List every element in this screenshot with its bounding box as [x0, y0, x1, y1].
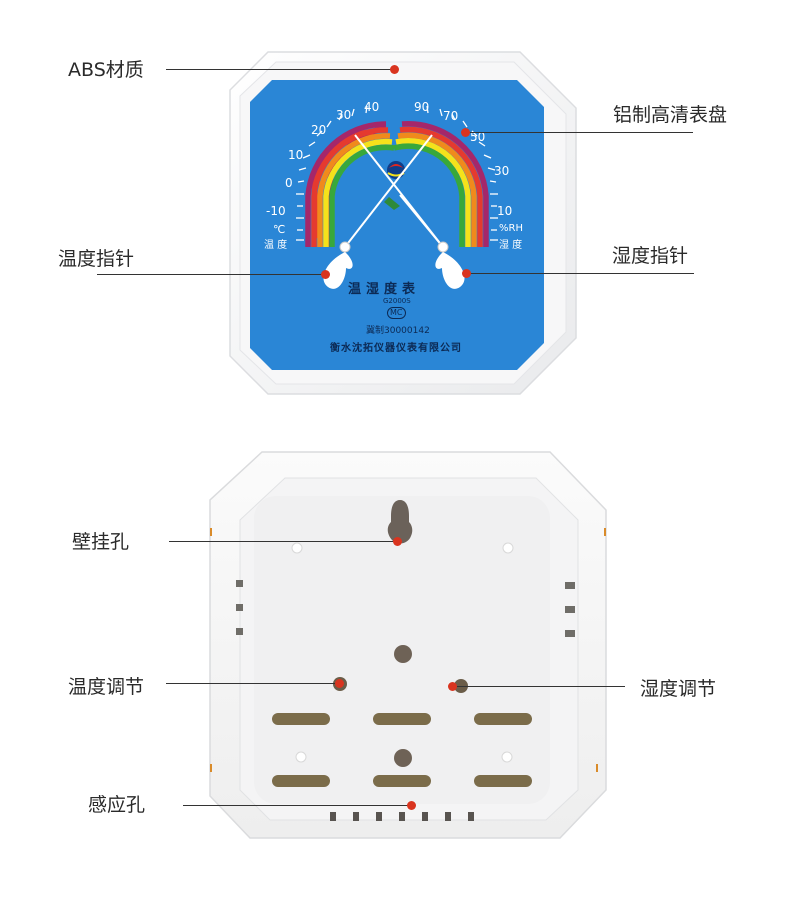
hum-label: 湿 度 [499, 240, 523, 251]
callout-dot [406, 800, 416, 810]
temp-tick-label: 40 [364, 100, 380, 114]
temp-arc-bands [305, 121, 395, 247]
brand-logo [387, 161, 405, 179]
temp-tick-label: 0 [285, 176, 293, 190]
case-edge-marks [210, 528, 606, 772]
sensor-holes [330, 812, 474, 821]
callout-humidity-adjust: 湿度调节 [640, 678, 717, 700]
hum-tick-label: 30 [494, 164, 510, 178]
temp-unit: ℃ [273, 223, 286, 236]
side-vents [236, 580, 575, 637]
callout-humidity-pointer: 湿度指针 [612, 245, 689, 267]
callout-temp-pointer: 温度指针 [58, 248, 135, 270]
temp-tick-label: -10 [266, 204, 286, 218]
humidity-pointer [354, 134, 465, 289]
callout-dot [334, 678, 344, 688]
callout-dot [447, 681, 457, 691]
dial-license: 冀制30000142 [366, 326, 430, 336]
hum-unit: %RH [499, 223, 523, 234]
wall-hanging-hole [387, 500, 413, 544]
temp-tick-label: 30 [336, 108, 352, 122]
dial-model: G2000S [383, 297, 411, 305]
hum-tick-label: 50 [470, 130, 486, 144]
callout-dot [460, 127, 470, 137]
callout-line [466, 273, 694, 274]
callout-dot [320, 269, 330, 279]
callout-dot [389, 64, 399, 74]
vent-slots [272, 713, 532, 787]
center-holes [394, 645, 412, 767]
callout-line [465, 132, 693, 133]
temp-label: 温 度 [264, 240, 288, 251]
callout-line [183, 805, 411, 806]
callout-line [97, 274, 325, 275]
dial-maker: 衡水沈拓仪器仪表有限公司 [330, 343, 462, 354]
screw-bosses [291, 542, 514, 763]
callout-wall-hole: 壁挂孔 [72, 531, 130, 553]
temp-tick-label: 10 [288, 148, 304, 162]
callout-line [452, 686, 625, 687]
callout-line [166, 69, 394, 70]
dial-title: 温湿度表 [348, 282, 421, 297]
hum-tick-label: 70 [443, 109, 459, 123]
callout-aluminum-dial: 铝制高清表盘 [613, 104, 728, 126]
temp-tick-label: 20 [311, 123, 327, 137]
callout-dot [461, 268, 471, 278]
humidity-arc-bands [393, 121, 489, 247]
callout-dot [392, 536, 402, 546]
callout-abs-material: ABS材质 [68, 59, 144, 81]
callout-temp-adjust: 温度调节 [68, 676, 145, 698]
temperature-pointer [323, 134, 433, 289]
humidity-ticks [426, 105, 498, 241]
callout-sensor-hole: 感应孔 [88, 794, 146, 816]
callout-line [166, 683, 339, 684]
hum-tick-label: 10 [497, 204, 513, 218]
hum-tick-label: 90 [414, 100, 430, 114]
callout-line [169, 541, 397, 542]
mc-mark: MC [387, 307, 406, 319]
temperature-ticks [296, 105, 368, 241]
